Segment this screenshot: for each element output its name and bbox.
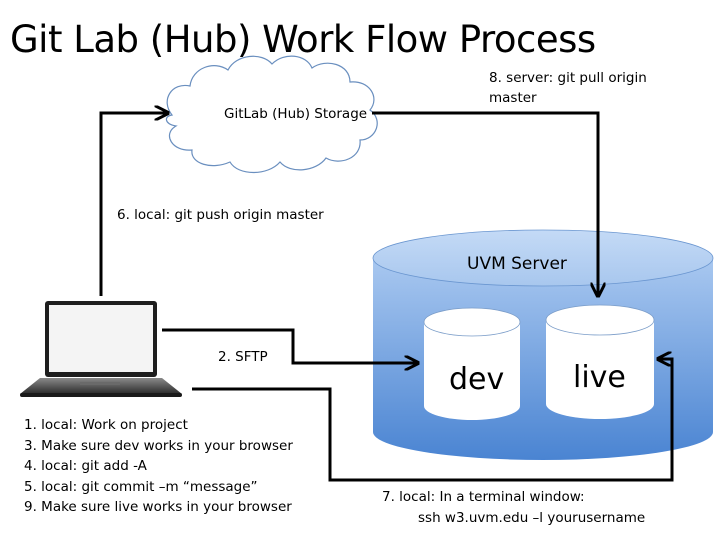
live-label: live xyxy=(573,360,626,395)
cloud-icon xyxy=(165,55,378,173)
ssh-label-line1: 7. local: In a terminal window: xyxy=(382,489,585,505)
push-label: 6. local: git push origin master xyxy=(117,207,324,223)
laptop-icon xyxy=(20,301,182,397)
pull-label-line2: master xyxy=(489,90,537,106)
cloud-label: GitLab (Hub) Storage xyxy=(224,106,368,122)
step-item: 9. Make sure live works in your browser xyxy=(24,499,292,516)
push-arrow xyxy=(99,113,168,296)
server-label: UVM Server xyxy=(467,254,567,274)
step-item: 3. Make sure dev works in your browser xyxy=(24,437,293,454)
step-item: 4. local: git add -A xyxy=(24,458,147,475)
page-title: Git Lab (Hub) Work Flow Process xyxy=(10,18,596,61)
ssh-arrow xyxy=(192,359,674,482)
pull-label: 8. server: git pull origin master xyxy=(489,68,647,108)
pull-arrow xyxy=(372,111,598,296)
step-item: 5. local: git commit –m “message” xyxy=(24,478,258,495)
pull-label-line1: 8. server: git pull origin xyxy=(489,70,647,86)
dev-database-icon xyxy=(423,307,521,420)
steps-list: 1. local: Work on project 3. Make sure d… xyxy=(24,415,293,518)
sftp-label: 2. SFTP xyxy=(218,349,268,365)
dev-label: dev xyxy=(449,362,505,397)
step-item: 1. local: Work on project xyxy=(24,417,188,433)
live-database-icon xyxy=(545,304,655,419)
ssh-label-line2: ssh w3.uvm.edu –l yourusername xyxy=(418,510,646,526)
sftp-arrow xyxy=(162,328,418,363)
